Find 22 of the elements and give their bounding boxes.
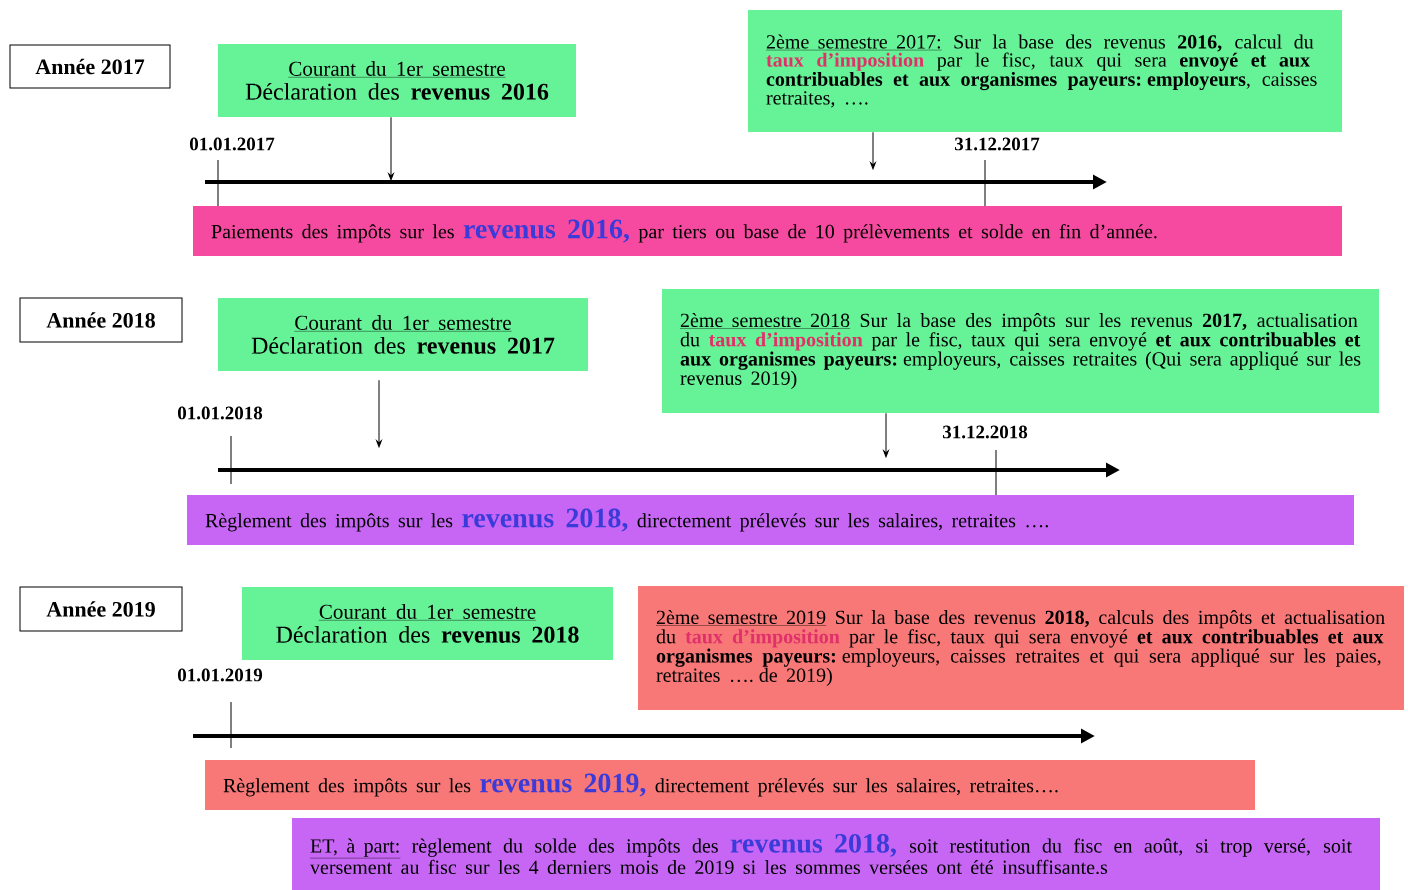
note-band: ET, à part: règlement du solde des impôts des revenus 2018, soit restitution du fisc en août, si trop versé, soit versement au fisc sur les 4 derniers mois de 2019 si les sommes versées ont été insuffisante.s [292,818,1380,890]
date-label: 01.01.2019 [178,668,263,682]
year-box: Année 2017 [9,44,171,89]
declaration-box: Courant du 1er semestre Déclaration des revenus 2017 [218,298,588,371]
year-box: Année 2018 [19,297,183,343]
arrow [883,412,889,458]
arrow [376,379,382,448]
declaration-box: Courant du 1er semestre Déclaration des revenus 2018 [242,587,613,660]
year-box: Année 2019 [19,586,183,632]
date-label: 01.01.2017 [190,137,275,151]
date-label: 31.12.2017 [955,137,1040,151]
payment-band: Règlement des impôts sur les revenus 2019, directement prélevés sur les salaires, retraites…. [205,760,1255,810]
payment-band: Règlement des impôts sur les revenus 2018, directement prélevés sur les salaires, retraites …. [187,495,1354,545]
date-label: 31.12.2018 [943,425,1028,439]
declaration-box: Courant du 1er semestre Déclaration des revenus 2016 [218,44,576,117]
date-label: 01.01.2018 [178,406,263,420]
info-box: 2ème semestre 2019 Sur la base des revenus 2018, calculs des impôts et actualisation du taux d’imposition par le fisc, taux qui sera envoyé et aux contribuables et aux organismes payeurs: employeurs, caisses retraites et qui sera appliqué sur les paies, retraites …. de 2019) [638,586,1404,710]
arrow [388,116,394,181]
arrow [870,131,876,170]
info-box: 2ème semestre 2018 Sur la base des impôts sur les revenus 2017, actualisation du taux d’imposition par le fisc, taux qui sera envoyé et aux contribuables et aux organismes payeurs: employeurs, caisses retraites (Qui sera appliqué sur les revenus 2019) [662,289,1379,413]
info-box: 2ème semestre 2017: Sur la base des revenus 2016, calcul du taux d’imposition par le fisc, taux qui sera envoyé et aux contribuables et aux organismes payeurs: employeurs, caisses retraites, …. [748,10,1342,132]
payment-band: Paiements des impôts sur les revenus 2016, par tiers ou base de 10 prélèvements et solde en fin d’année. [193,206,1342,256]
